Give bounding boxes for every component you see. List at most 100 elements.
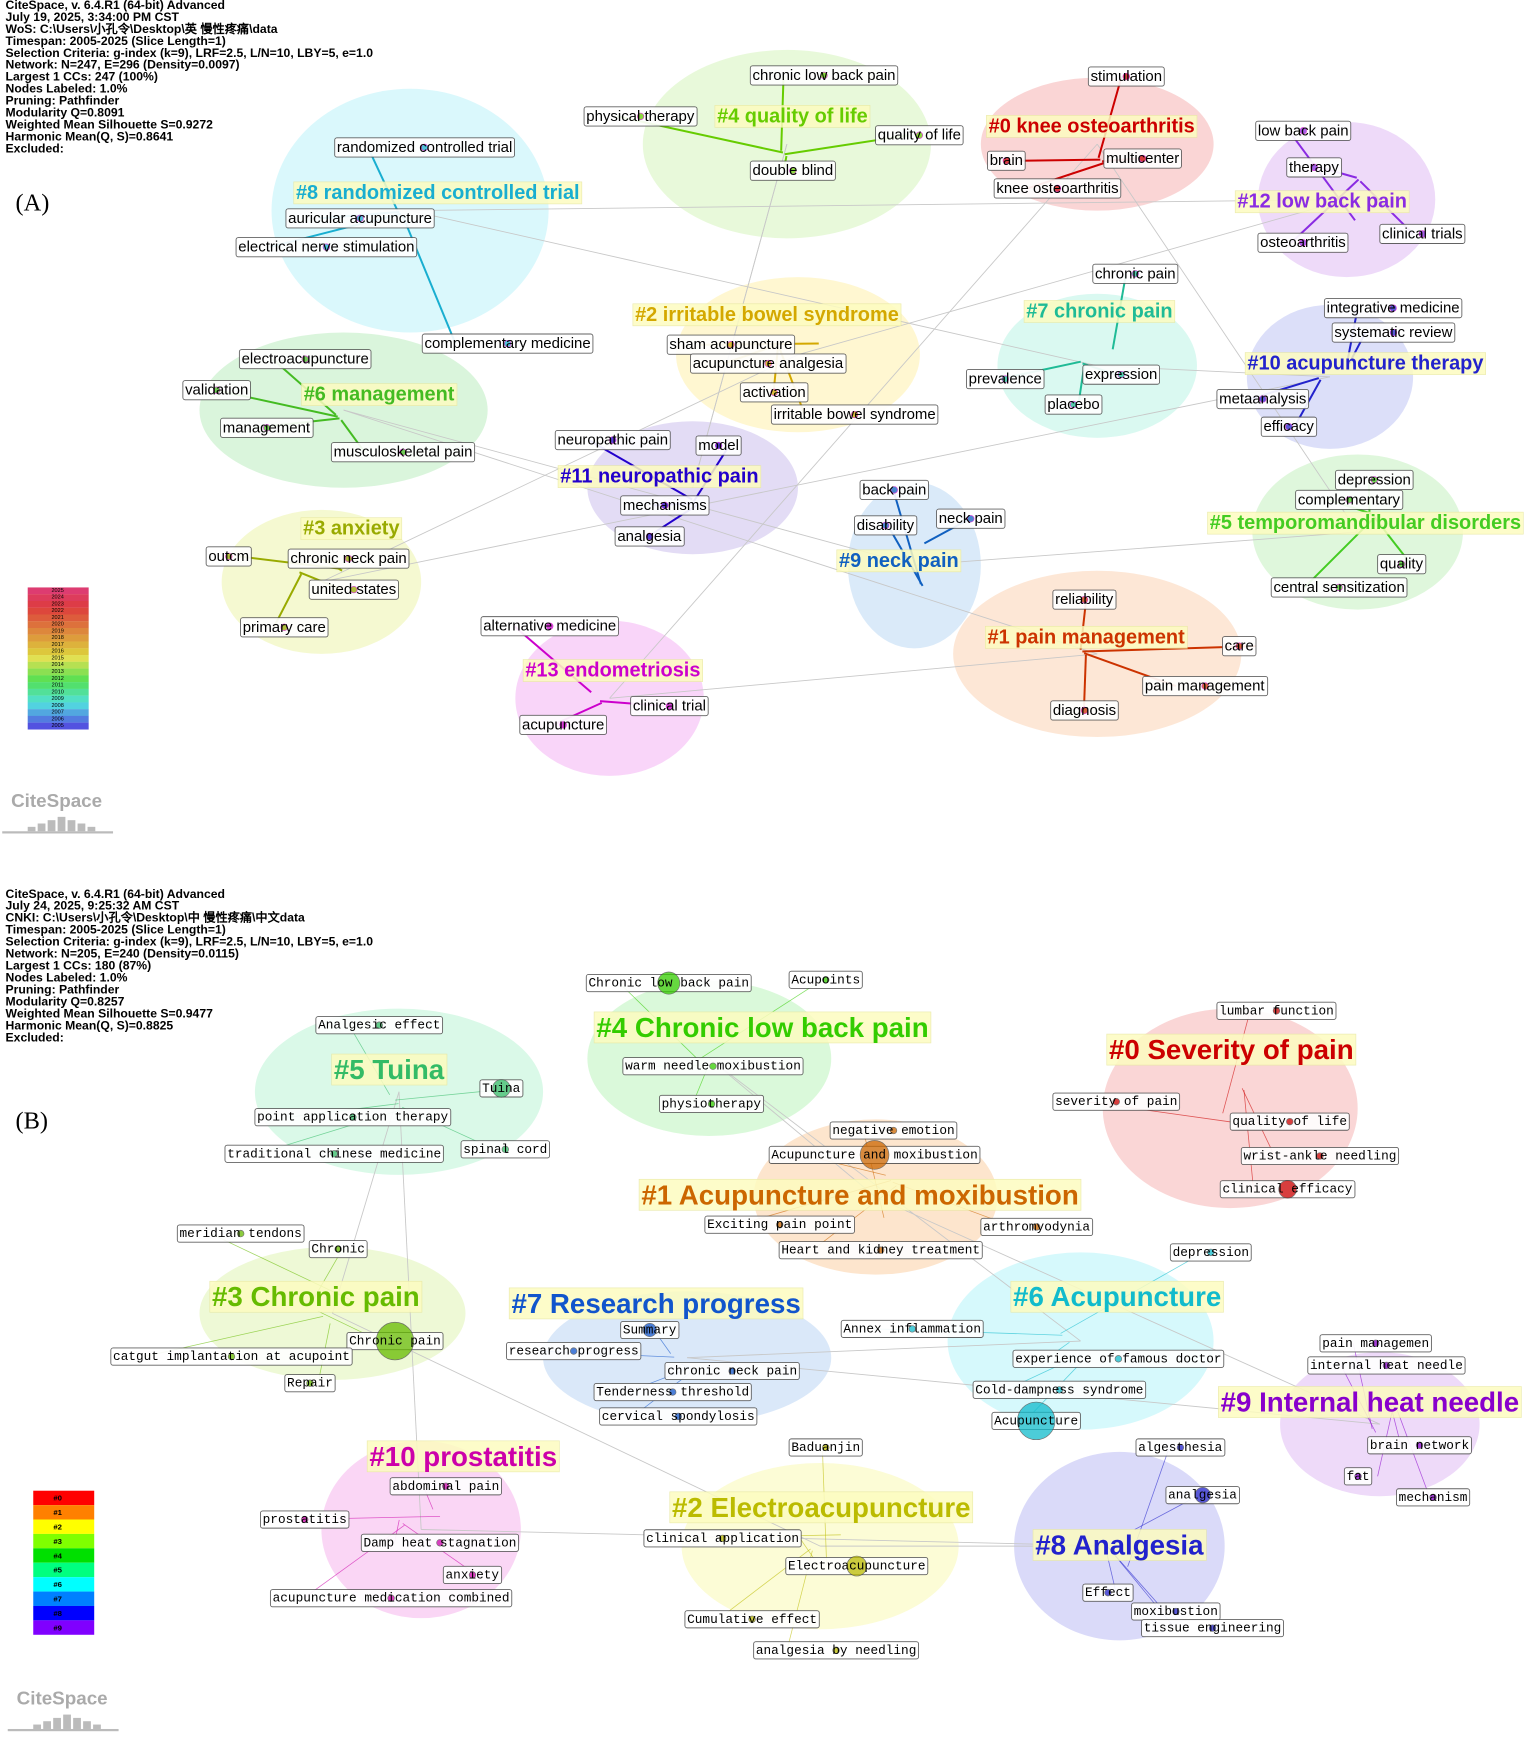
legend-label: #4 [53,1551,62,1560]
node-circle [570,1347,578,1355]
edge-line [321,376,1331,583]
legend-year: 2009 [51,696,63,702]
legend-year: 2025 [51,588,63,594]
metadata-line: Weighted Mean Silhouette S=0.9272 [6,118,214,132]
legend-swatch [27,668,89,676]
logo-bar [63,1714,71,1729]
node-label-text: double blind [753,162,834,179]
node-circle [330,1150,338,1158]
node-label-text: research progress [509,1344,639,1359]
legend-swatch [27,641,89,649]
legend-labels: 2025202420232022202120202019201820172016… [51,588,63,729]
cluster-label-text: #2 Electroacupuncture [672,1492,971,1523]
node-circle [1069,400,1078,409]
node-circle [436,1539,444,1547]
node-circle [492,1079,511,1098]
cluster-label-text: #13 endometriosis [525,660,700,682]
cluster-label-bg [293,181,583,205]
cluster-label-bg [522,659,703,682]
cluster-label-text: #8 Analgesia [1035,1530,1204,1561]
node-circle [1194,1487,1211,1504]
node-label-text: experience of famous doctor [1015,1351,1221,1366]
node-circles [213,71,1427,729]
node-circle [707,1100,716,1108]
node-label-text: fat [1347,1469,1370,1484]
node-circle [748,1615,756,1623]
logo-bar [53,1717,61,1729]
citespace-logo: CiteSpace [2,790,114,834]
cluster-label-text: #7 Research progress [511,1288,800,1319]
legend-swatch [27,688,89,696]
metadata-line: Harmonic Mean(Q, S)=0.8641 [6,130,174,144]
node-label-text: Tenderness threshold [596,1385,749,1400]
node-circle [1122,72,1130,81]
legend-swatch [27,594,89,602]
node-label-text: primary care [243,619,326,636]
cluster-label-text: #12 low back pain [1237,191,1407,213]
node-label-text: chronic neck pain [290,550,406,567]
logo-bar [43,1721,51,1729]
node-circle [967,515,975,523]
node-circle [657,971,681,995]
node-label-text: warm needle moxibustion [625,1059,801,1074]
cluster-label-bg [1032,1529,1207,1561]
node-circle [764,359,772,368]
node-circle [1415,1441,1424,1449]
cluster-label-bg [1234,190,1410,214]
node-circle [669,1388,677,1396]
node-circle [356,214,364,223]
edge-line [1096,143,1359,533]
cluster-label-text: #4 Chronic low back pain [596,1012,928,1043]
logo-base [2,831,114,834]
metadata-line: Selection Criteria: g-index (k=9), LRF=2… [6,46,374,60]
node-label-text: depression [1338,471,1411,488]
cluster-label-text: #3 Chronic pain [212,1281,420,1312]
metadata-line: Selection Criteria: g-index (k=9), LRF=2… [6,935,374,949]
node-label-text: Effect [1085,1585,1131,1600]
node-label-text: Exciting pain point [707,1217,852,1232]
node-circle [213,386,221,394]
legend-swatch [27,675,89,683]
node-circle [442,1482,450,1490]
node-circle [1201,682,1209,690]
node-circle [468,1571,477,1579]
node-circle [387,1594,395,1602]
metadata-line: Harmonic Mean(Q, S)=0.8825 [6,1018,174,1032]
legend-year: 2017 [51,642,63,648]
node-circle [344,554,353,563]
node-circle [890,486,898,494]
node-circle [399,448,407,456]
legend-year: 2006 [51,716,63,722]
node-label-text: wrist-ankle needling [1244,1148,1397,1163]
cluster-label-text: #6 Acupuncture [1013,1281,1221,1312]
cluster-labels: #4 Chronic low back pain#5 Tuina#0 Sever… [212,1012,1519,1561]
node-circle [915,131,923,139]
node-circle [1299,239,1307,247]
node-label-text: Analgesic effect [318,1018,440,1033]
cluster-label-text: #2 irritable bowel syndrome [635,304,899,326]
node-circle [1418,230,1427,238]
edge-line [914,531,1358,566]
legend-swatch [27,661,89,669]
legend-year: 2010 [51,689,63,695]
node-label-text: therapy [1289,159,1339,176]
legend-swatch [33,1562,95,1578]
legend-swatch [33,1519,95,1534]
cluster-label-bg [638,1178,1082,1211]
cluster-label-text: #0 knee osteoarthritis [989,115,1195,137]
node-label-text: chronic low back pain [753,67,896,84]
edge-line [401,215,457,344]
metadata-line: Excluded: [6,1030,64,1044]
metadata-line: CiteSpace, v. 6.4.R1 (64-bit) Advanced [6,887,225,901]
node-label-text: united states [311,581,396,598]
node-circle [877,1246,885,1254]
cluster-label-bg [1207,511,1524,535]
metadata-line: Timespan: 2005-2025 (Slice Length=1) [6,923,226,937]
node-label-text: efficacy [1263,418,1314,435]
metadata-line: WoS: C:\Users\小孔令\Desktop\英 慢性疼痛\data [6,21,278,36]
node-label-text: Chronic [311,1242,364,1257]
node-label-text: Damp heat stagnation [364,1535,517,1550]
cluster-label-bg [986,115,1198,138]
legend-year: 2020 [51,622,63,628]
node-circle [559,721,567,729]
